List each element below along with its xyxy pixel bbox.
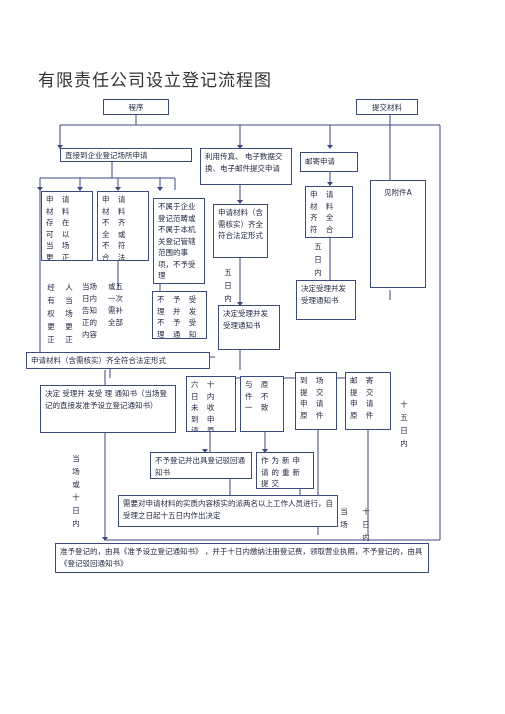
procedure-box: 程序 — [103, 99, 169, 115]
not-accept-box: 不 予 受 理 并 发 不 予 受 理 通 知书 — [152, 291, 207, 339]
label-onsite: 当场 — [340, 507, 348, 529]
fax-complete-box: 申请材料（含需核实）齐全符合法定形式 — [213, 204, 268, 258]
incomplete-materials-box: 申 请 材 料 不 齐 全 或 不 符 合 法 定形式 — [97, 191, 149, 261]
verify-box: 需要对申请材料的实质内容核实的派两名以上工作人员进行，自受理之日起十五日内作出决… — [118, 495, 338, 527]
label-five-days-a: 五日内 — [224, 268, 232, 303]
label-onsite-or-ten: 当场或十日内 — [72, 454, 80, 528]
label-c4: 或五 一次 需补 全部 — [108, 282, 123, 327]
correctable-error-box: 申 请 材 料 存 在 可 以 当 场 更 正 的错误 — [41, 191, 93, 261]
submit-materials-box: 提交材料 — [356, 99, 418, 115]
mail-apply-box: 邮寄申请 — [300, 152, 358, 172]
label-five-days-b: 五日内 — [314, 242, 322, 277]
label-c1: 经 有 权 更 正 — [47, 283, 55, 344]
not-in-scope-box: 不属于企业登记范畴或不属于本机关登记管辖范围的事项，不予受理 — [153, 198, 205, 284]
onsite-original-box: 到 场 提 交 申 请 原 件 — [295, 372, 337, 430]
label-ten-days: 十日内 — [362, 507, 370, 542]
final-result-box: 准予登记的，由具《准予设立登记通知书》 ，并于十日内缴纳注册登记费，领取营业执照… — [55, 543, 429, 573]
complete-materials-box: 申请材料（含需核实）齐全符合法定形式 — [26, 352, 210, 369]
mail-decide-accept-box: 决定受理并发受理通知书 — [296, 280, 356, 320]
inconsistent-box: 与 原 件 不 一 致 — [240, 376, 284, 432]
label-fifteen-days: 十五日内 — [400, 400, 408, 448]
direct-apply-box: 直接到企业登记场所申请 — [60, 148, 192, 162]
label-c3: 当场 日内 告知 正的 内容 — [82, 282, 97, 339]
sixty-days-box: 六 十 日 内 未 收 到 申 请 原 件 的 — [186, 376, 236, 432]
label-c2: 人 当 场 更 正 — [65, 283, 73, 344]
fax-apply-box: 利用传真、 电子数据交换、电子邮件提交申请 — [200, 148, 292, 185]
see-appendix-box: 见附件A — [370, 180, 426, 288]
fax-decide-accept-box: 决定受理并发受理通知书 — [218, 305, 280, 350]
mail-original-box: 邮 寄 提 交 申 请 原 件 — [345, 372, 391, 430]
reject-box: 不予登记并出具登记驳回通知书 — [150, 452, 252, 479]
page-title: 有限责任公司设立登记流程图 — [38, 71, 272, 91]
resubmit-box: 作为新申请的重新提交 — [256, 452, 314, 489]
decide-accept-main-box: 决定 受理并 发受 理 通知书（当场登记的直接发准予设立登记通知书） — [40, 385, 176, 433]
mail-complete-box: 申 请 材 料 齐 全 符 合 法 定形式 — [305, 186, 353, 238]
